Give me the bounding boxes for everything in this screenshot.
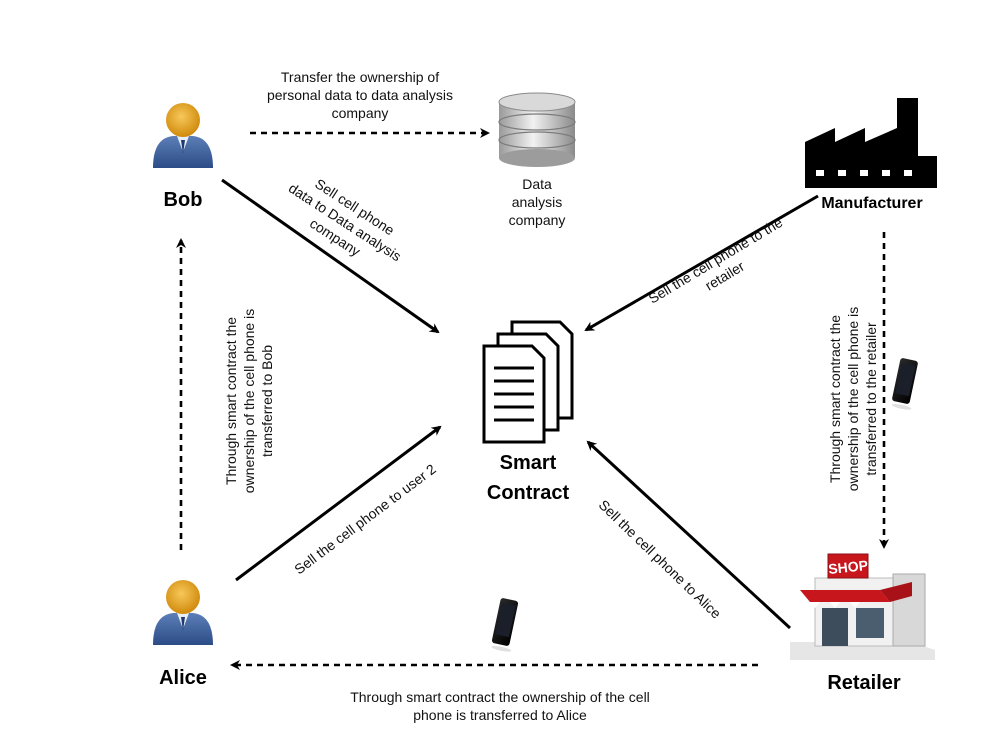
label-bob-to-data: Transfer the ownership of personal data … [266, 69, 453, 121]
arrow-retailer-to-contract [586, 440, 792, 630]
data-company-label: Data analysis company [508, 176, 566, 228]
database-icon [498, 92, 576, 167]
arrow-bob-to-contract [221, 178, 440, 334]
phone-icon-right [891, 358, 918, 410]
arrow-manufacturer-to-contract [584, 194, 819, 332]
arrow-alice-to-contract [235, 425, 442, 582]
label-manufacturer-to-retailer: Through smart contract the ownership of … [827, 306, 879, 492]
retailer-label: Retailer [827, 672, 901, 694]
phone-icon-bottom [491, 598, 519, 652]
factory-icon [805, 98, 937, 188]
label-retailer-to-alice: Through smart contract the ownership of … [350, 689, 650, 723]
alice-user-icon [153, 580, 213, 645]
alice-label: Alice [159, 667, 207, 689]
bob-label: Bob [163, 189, 203, 211]
label-alice-to-bob: Through smart contract the ownership of … [223, 308, 275, 494]
bob-user-icon [153, 103, 213, 168]
smart-contract-label: Smart Contract [486, 452, 570, 504]
shop-sign-text: SHOP [828, 557, 869, 577]
shop-icon [790, 553, 935, 660]
documents-icon [482, 320, 574, 444]
manufacturer-label: Manufacturer [821, 195, 923, 212]
